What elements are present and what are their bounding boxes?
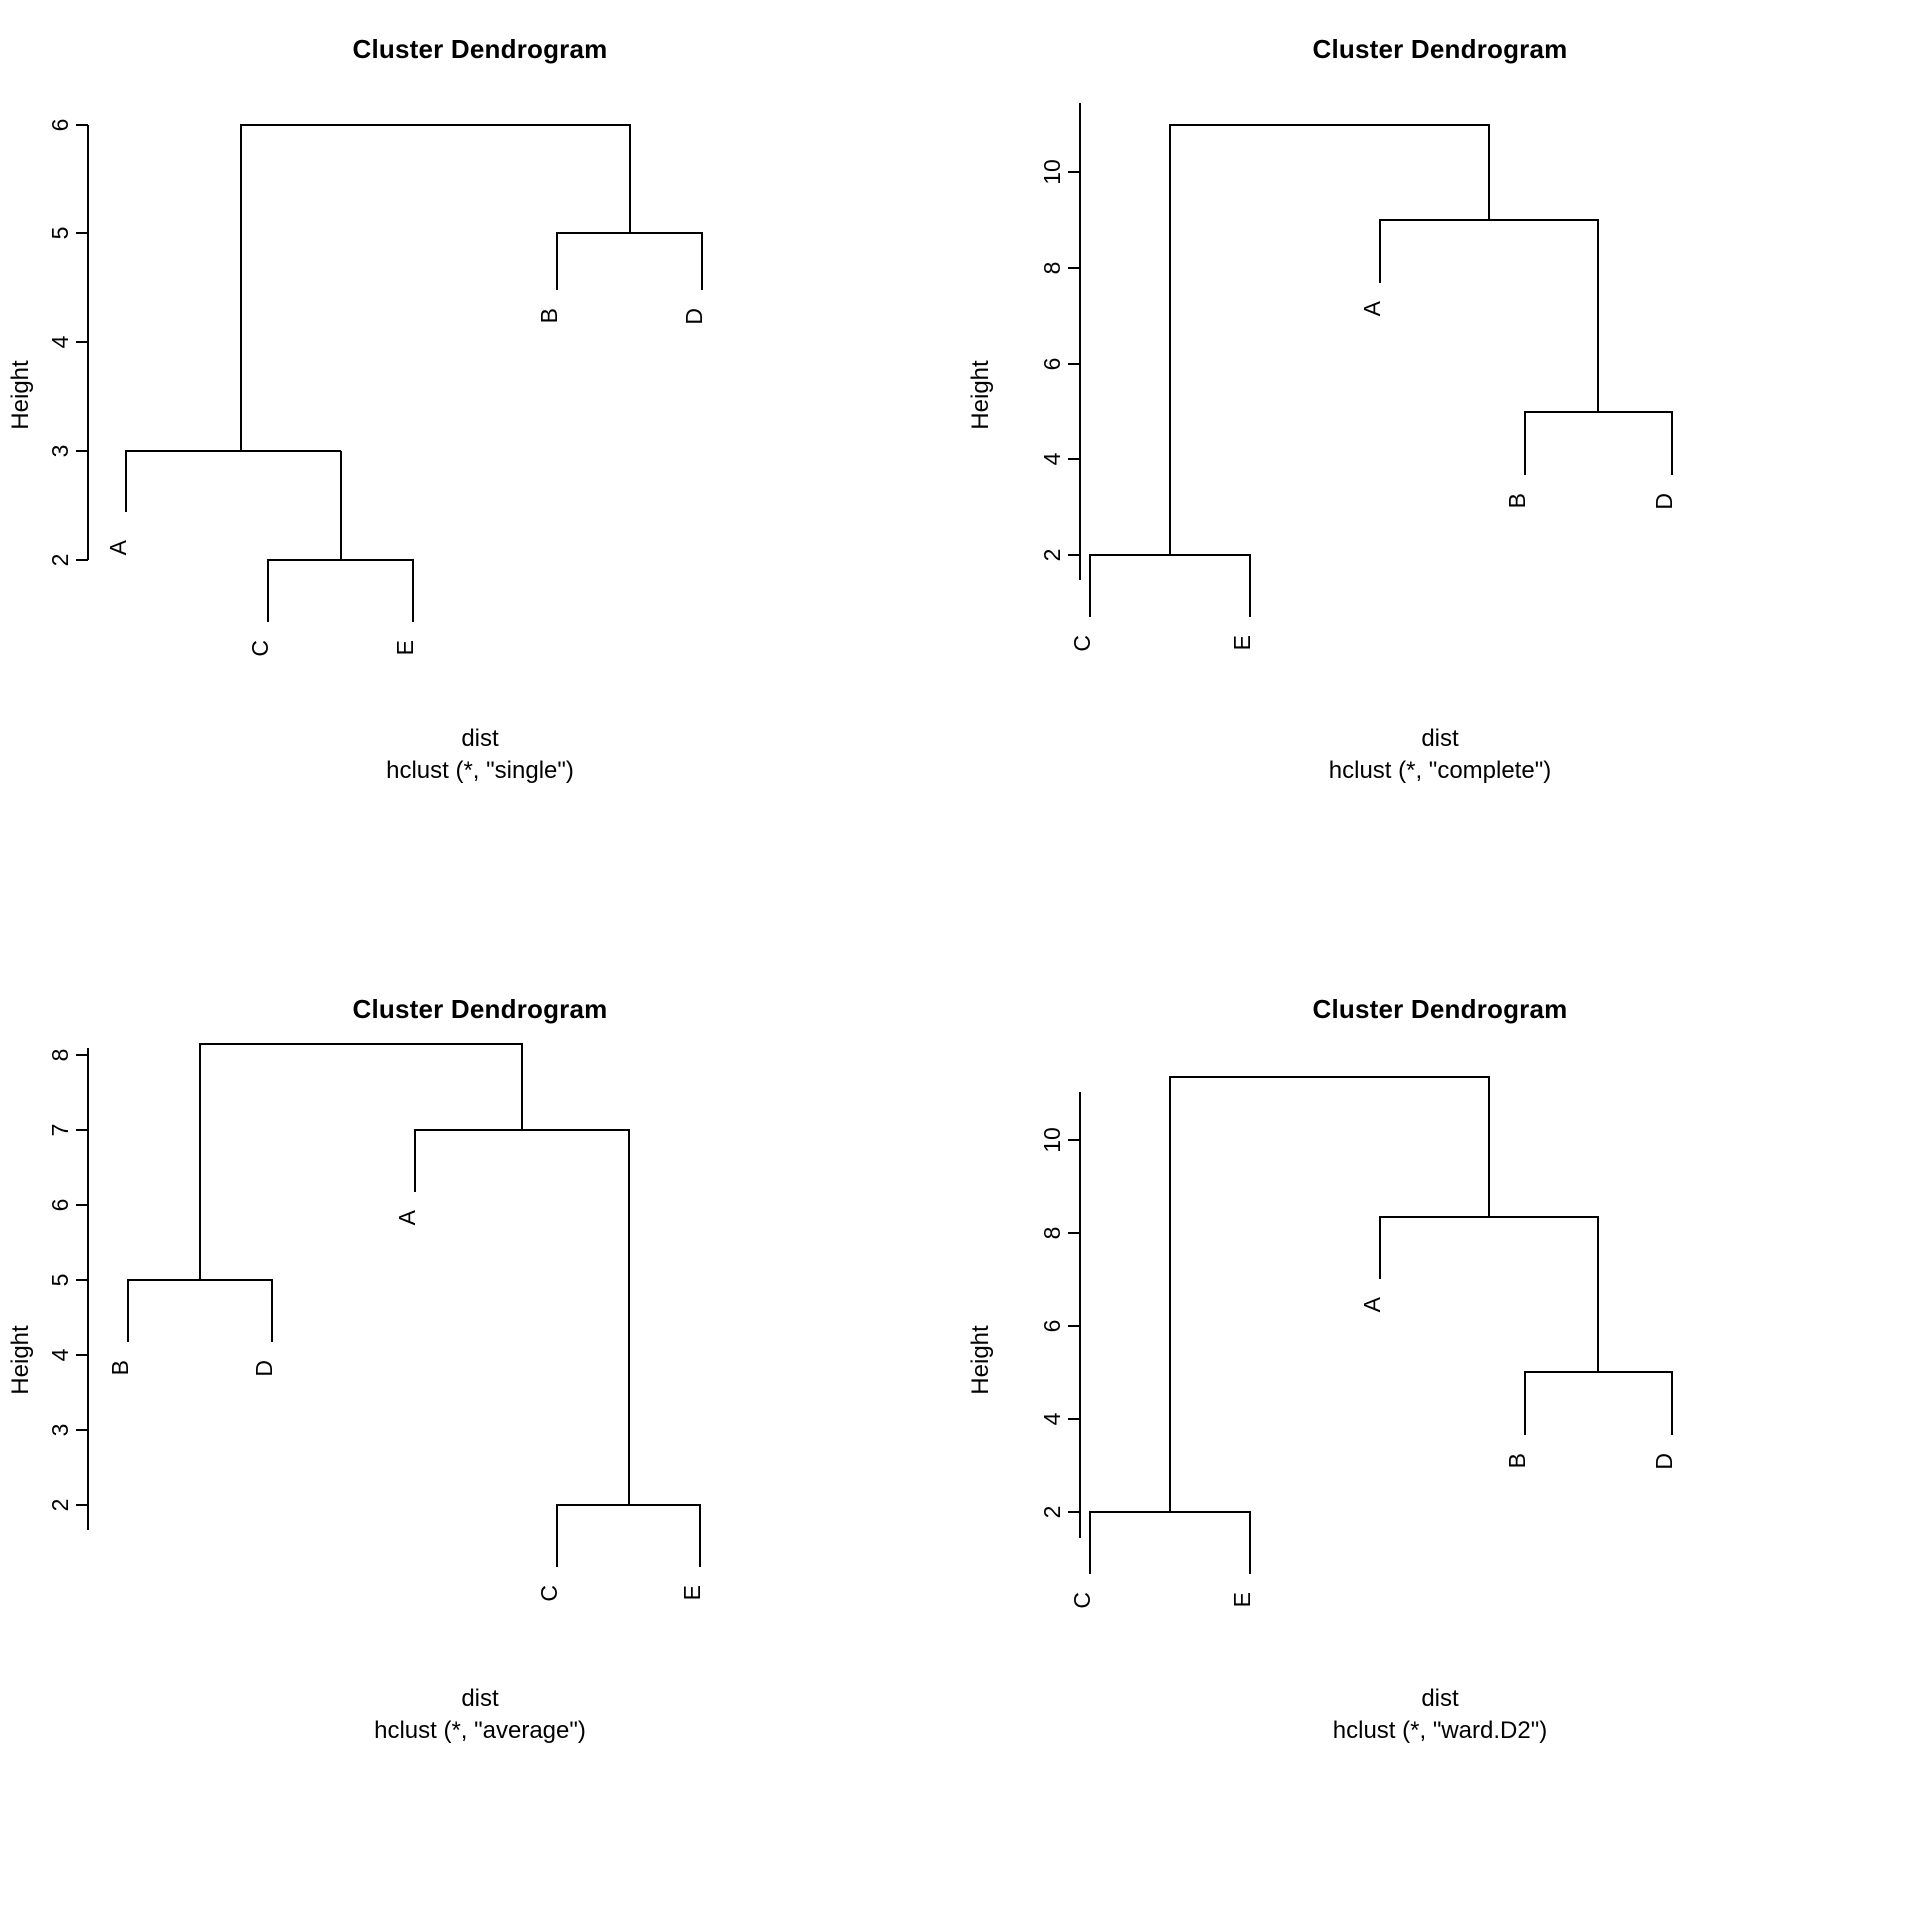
- y-tick-label: 6: [1039, 358, 1065, 371]
- y-tick-label: 4: [47, 1348, 73, 1361]
- y-tick-label: 6: [1039, 1320, 1065, 1333]
- y-tick-label: 2: [47, 554, 73, 567]
- y-axis-label: Height: [7, 1325, 34, 1395]
- x-axis-caption-method: hclust (*, "single"): [386, 757, 574, 784]
- panel-title-single: Cluster Dendrogram: [352, 34, 608, 64]
- y-axis-label: Height: [7, 360, 34, 430]
- leaf-label-A: A: [394, 1209, 420, 1225]
- leaf-label-B: B: [1504, 1453, 1530, 1468]
- y-tick-label: 8: [1039, 1227, 1065, 1240]
- panel-title-complete: Cluster Dendrogram: [1312, 34, 1568, 64]
- leaf-label-E: E: [1229, 1592, 1255, 1607]
- dendrogram-branches: [1088, 123, 1674, 617]
- leaf-labels: C E A B D: [1069, 1296, 1677, 1608]
- leaf-labels: A C E B D: [105, 308, 707, 657]
- dendrogram-branches: [1088, 1075, 1674, 1574]
- leaf-label-E: E: [1229, 635, 1255, 650]
- leaf-label-C: C: [247, 640, 273, 657]
- dendrogram-plot-complete: Height 2 4 6 8 10: [967, 103, 1677, 652]
- leaf-label-E: E: [392, 640, 418, 655]
- y-tick-label: 7: [47, 1124, 73, 1137]
- x-axis-caption-dist: dist: [1421, 1685, 1459, 1712]
- x-axis-caption-dist: dist: [461, 725, 499, 752]
- dendrogram-plot-single: Height 2 3 4 5 6: [7, 119, 707, 657]
- leaf-label-D: D: [251, 1360, 277, 1377]
- x-axis-caption-dist: dist: [461, 1685, 499, 1712]
- y-axis-ticks: 2 4 6 8 10: [1039, 1127, 1080, 1518]
- y-tick-label: 8: [47, 1049, 73, 1062]
- y-tick-label: 4: [1039, 452, 1065, 465]
- dendrogram-branches: [124, 123, 704, 622]
- leaf-label-D: D: [1651, 493, 1677, 510]
- leaf-labels: C E A B D: [1069, 300, 1677, 651]
- dendrogram-panel-single: Cluster Dendrogram Height 2 3 4 5 6: [0, 0, 960, 960]
- x-axis-caption-dist: dist: [1421, 725, 1459, 752]
- leaf-label-C: C: [1069, 635, 1095, 652]
- leaf-label-A: A: [1359, 300, 1385, 316]
- y-tick-label: 5: [47, 1274, 73, 1287]
- leaf-label-A: A: [1359, 1296, 1385, 1312]
- y-axis-label: Height: [967, 360, 994, 430]
- y-tick-label: 10: [1039, 159, 1065, 185]
- x-axis-caption-method: hclust (*, "ward.D2"): [1332, 1717, 1548, 1744]
- y-tick-label: 4: [47, 335, 73, 348]
- dendrogram-panel-average: Cluster Dendrogram Height 2 3 4 5 6 7 8: [0, 960, 960, 1920]
- leaf-label-D: D: [681, 308, 707, 325]
- leaf-label-C: C: [1069, 1592, 1095, 1609]
- leaf-label-C: C: [536, 1585, 562, 1602]
- panel-title-average: Cluster Dendrogram: [352, 994, 608, 1024]
- leaf-labels: B D A C E: [107, 1209, 705, 1601]
- leaf-label-B: B: [107, 1360, 133, 1375]
- y-tick-label: 2: [1039, 1506, 1065, 1519]
- y-tick-label: 6: [47, 1199, 73, 1212]
- dendrogram-branches: [126, 1042, 702, 1567]
- y-tick-label: 3: [47, 445, 73, 458]
- dendrogram-plot-average: Height 2 3 4 5 6 7 8: [7, 1042, 705, 1602]
- y-axis-ticks: 2 4 6 8 10: [1039, 159, 1080, 561]
- leaf-label-B: B: [536, 308, 562, 323]
- y-tick-label: 2: [1039, 549, 1065, 562]
- x-axis-caption-method: hclust (*, "complete"): [1328, 757, 1552, 784]
- y-tick-label: 2: [47, 1499, 73, 1512]
- y-tick-label: 8: [1039, 262, 1065, 275]
- dendrogram-panel-ward: Cluster Dendrogram Height 2 4 6 8 10: [960, 960, 1920, 1920]
- dendrogram-panel-complete: Cluster Dendrogram Height 2 4 6 8 10: [960, 0, 1920, 960]
- y-axis-label: Height: [967, 1325, 994, 1395]
- y-tick-label: 3: [47, 1424, 73, 1437]
- y-tick-label: 10: [1039, 1127, 1065, 1153]
- panel-title-ward: Cluster Dendrogram: [1312, 994, 1568, 1024]
- y-tick-label: 6: [47, 119, 73, 132]
- x-axis-caption-method: hclust (*, "average"): [374, 1717, 586, 1744]
- dendrogram-plot-ward: Height 2 4 6 8 10: [967, 1075, 1677, 1609]
- leaf-label-E: E: [679, 1585, 705, 1600]
- leaf-label-D: D: [1651, 1453, 1677, 1470]
- y-tick-label: 5: [47, 227, 73, 240]
- y-axis-ticks: 2 3 4 5 6: [47, 119, 88, 567]
- y-axis-ticks: 2 3 4 5 6 7 8: [47, 1049, 88, 1512]
- leaf-label-B: B: [1504, 493, 1530, 508]
- y-tick-label: 4: [1039, 1412, 1065, 1425]
- leaf-label-A: A: [105, 539, 131, 555]
